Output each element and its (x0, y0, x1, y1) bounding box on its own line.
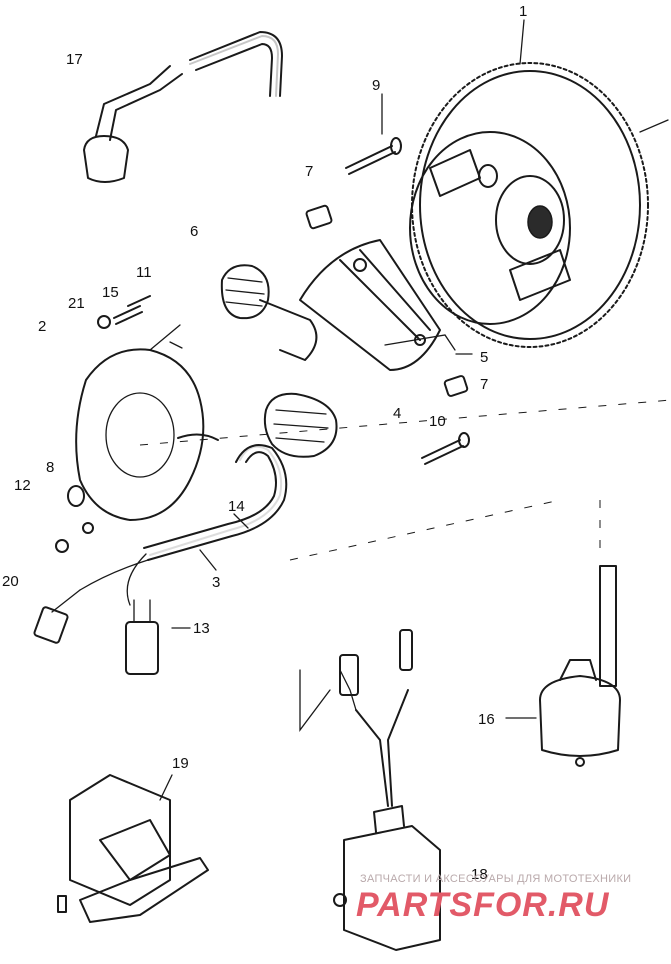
screw-11 (127, 295, 151, 307)
leader-lines (159, 19, 537, 801)
callout-12: 12 (14, 477, 31, 494)
callout-7-upper: 7 (305, 163, 313, 180)
callout-8: 8 (46, 459, 54, 476)
callout-15: 15 (102, 284, 119, 301)
callout-2: 2 (38, 318, 46, 335)
callout-9: 9 (372, 77, 380, 94)
watermark-logo: PARTSFOR.RU (356, 886, 610, 924)
bolt-9 (345, 137, 402, 175)
screw-12 (55, 539, 69, 553)
cdi-module-18 (299, 629, 441, 951)
callout-14: 14 (228, 498, 245, 515)
callout-19: 19 (172, 755, 189, 772)
washer-8 (67, 485, 85, 507)
callout-11: 11 (136, 264, 152, 281)
connector-20 (33, 589, 81, 644)
magnet (443, 375, 469, 397)
centerline (289, 499, 561, 561)
regulator-19 (57, 774, 209, 923)
bolt-10 (421, 432, 470, 465)
callout-5: 5 (480, 349, 488, 366)
callout-1: 1 (519, 3, 527, 20)
screw-15 (113, 305, 143, 325)
wire-harness (79, 444, 288, 606)
callout-13: 13 (193, 620, 210, 637)
callout-10: 10 (429, 413, 446, 430)
magnet (305, 204, 333, 230)
centerline (139, 399, 671, 446)
callout-20: 20 (2, 573, 19, 590)
charge-coil-lower (263, 392, 338, 458)
callout-7-lower: 7 (480, 376, 488, 393)
callout-18: 18 (471, 866, 488, 883)
condenser-13 (125, 599, 159, 675)
callout-16: 16 (478, 711, 495, 728)
watermark-tagline: ЗАПЧАСТИ И АКСЕССУАРЫ ДЛЯ МОТОТЕХНИКИ (360, 873, 631, 885)
stator-plate (299, 239, 456, 371)
callout-3: 3 (212, 574, 220, 591)
screw-12b (82, 522, 94, 534)
ignition-coil-16 (539, 565, 621, 767)
flywheel (409, 62, 669, 348)
spark-plug-cap-17 (83, 31, 283, 183)
callout-17: 17 (66, 51, 83, 68)
callout-6: 6 (190, 223, 198, 240)
charge-coil-upper (220, 264, 318, 361)
callout-21: 21 (68, 295, 85, 312)
stator-housing (75, 315, 219, 521)
callout-4: 4 (393, 405, 401, 422)
